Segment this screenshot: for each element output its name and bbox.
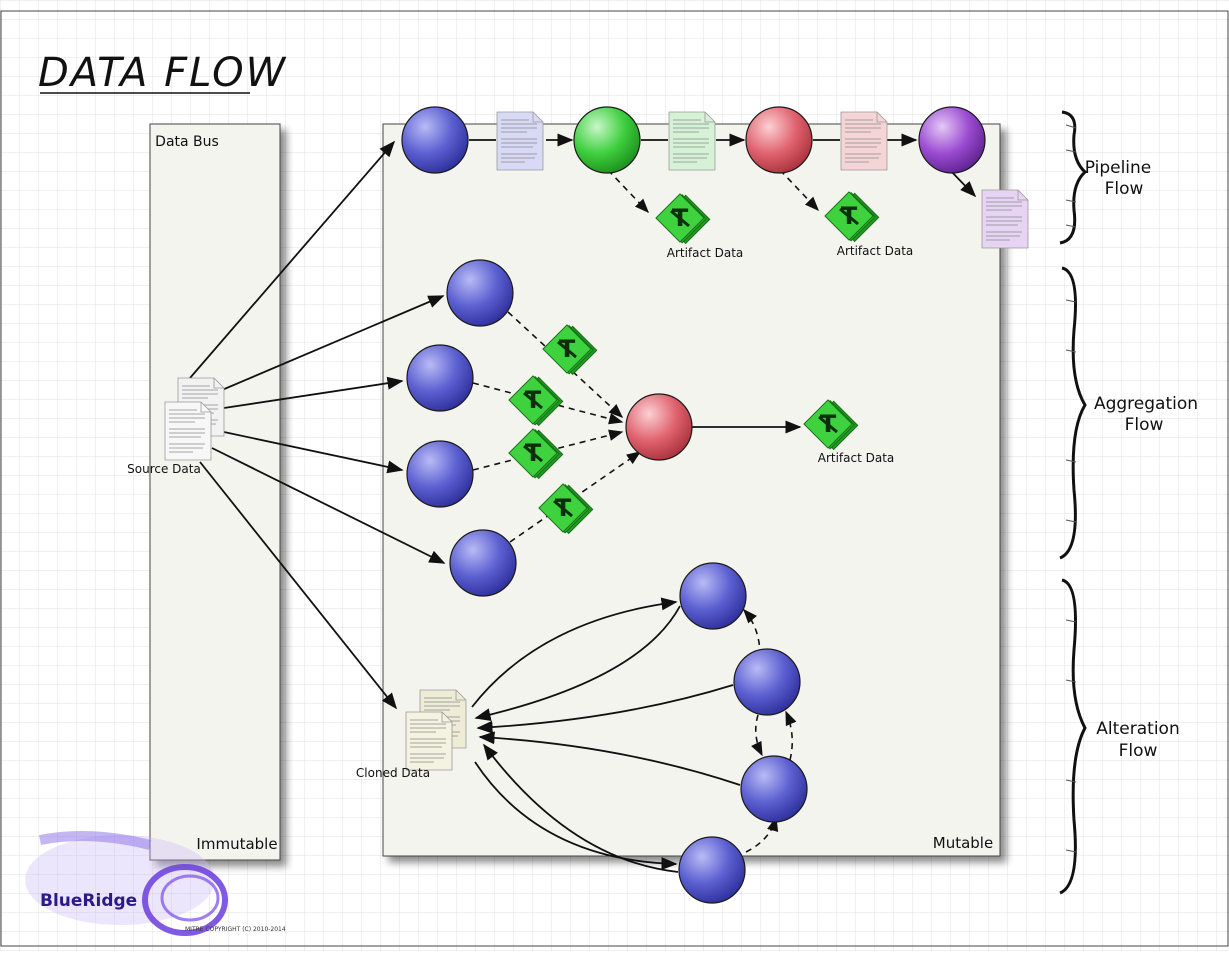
source-data-label: Source Data [127,462,201,476]
pipeline-label-line1: Pipeline [1085,158,1152,178]
copyright-text: MITRE COPYRIGHT (C) 2010-2014 [185,926,286,933]
artifact-label-3: Artifact Data [818,451,895,465]
aggregation-label-line1: Aggregation [1094,394,1198,414]
artifact-label-1: Artifact Data [667,246,744,260]
pipeline-node-2 [573,106,641,174]
alteration-node-3 [740,755,808,823]
frame-border [0,10,1229,947]
pipeline-node-4 [918,106,986,174]
edge-source-agg1 [221,295,445,391]
doc-purple [981,189,1029,249]
edge-alt3-cloned [478,731,741,786]
aggregation-label-line2: Flow [1125,415,1164,435]
edge-alt4-alt3 [745,816,779,853]
aggregation-node-3 [406,440,474,508]
aggregation-node-2 [406,344,474,412]
alteration-node-2 [733,648,801,716]
edge-agg3-red [472,429,624,471]
edge-source-agg3 [223,431,404,474]
data-bus-title: Data Bus [155,134,219,150]
edge-alt4-cloned [483,743,679,873]
edge-p3-artifact [779,169,819,212]
cloned-doc-front [405,711,453,771]
pipeline-node-1 [401,106,469,174]
edge-alt1-cloned [474,605,681,722]
alteration-label-line1: Alteration [1096,719,1179,739]
diagram-title: DATA FLOW [38,50,287,96]
doc-blue [496,111,544,171]
blueridge-logo: BlueRidge MITRE COPYRIGHT (C) 2010-2014 [25,831,286,936]
artifact-label-2: Artifact Data [837,244,914,258]
alteration-node-1 [679,562,747,630]
alteration-label-line2: Flow [1119,741,1158,761]
pipeline-label-line2: Flow [1105,179,1144,199]
aggregation-node-4 [449,529,517,597]
edges [189,133,977,873]
nodes [401,106,986,904]
aggregation-node-1 [446,259,514,327]
edge-source-cloned [199,461,398,710]
edge-source-agg4 [211,447,446,564]
cloned-data-label: Cloned Data [356,766,430,780]
mutable-label: Mutable [933,834,993,852]
pipeline-node-3 [745,106,813,174]
data-bus-panel [149,123,281,861]
doc-green [668,111,716,171]
edge-alt2-cloned [476,684,734,734]
bracket-hatching [1065,124,1077,853]
edge-source-pipeline [189,140,396,379]
source-doc-front [164,401,212,461]
doc-red [840,111,888,171]
edge-cloned-alt4 [474,761,678,871]
edge-alt3-alt2 [785,710,797,761]
alteration-bracket [1059,578,1087,895]
immutable-label: Immutable [196,835,277,853]
edge-alt2-alt3 [751,714,763,757]
edge-cloned-alt1 [471,597,678,708]
aggregation-target-node [625,393,693,461]
edge-p2-artifact [607,169,649,214]
alteration-node-4 [678,836,746,904]
logo-text: BlueRidge [40,891,137,911]
pipeline-bracket [1059,110,1088,245]
edge-source-agg2 [223,376,404,409]
